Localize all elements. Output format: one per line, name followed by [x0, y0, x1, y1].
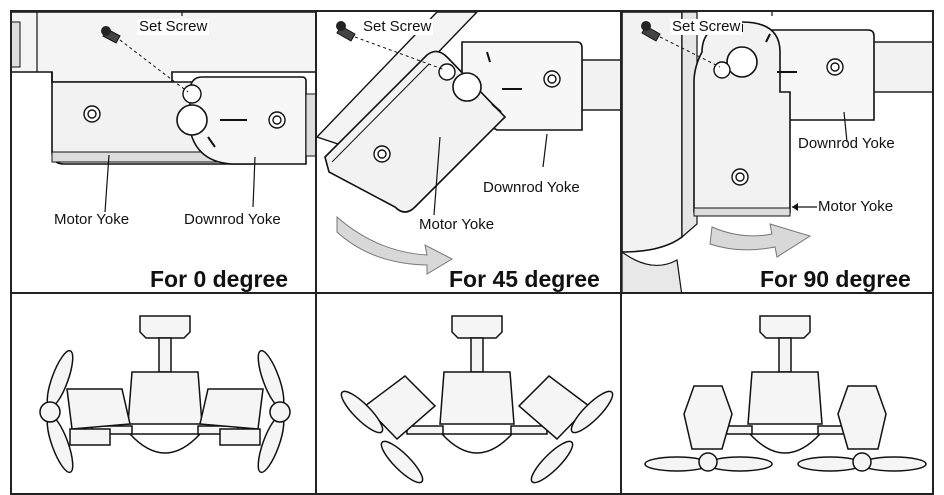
panel-0-degree: Set Screw Motor Yoke Downrod Yoke For 0 …: [10, 10, 317, 294]
fan-view-90-degree: [620, 292, 934, 495]
set-screw-label: Set Screw: [361, 18, 434, 35]
motor-yoke-label: Motor Yoke: [818, 198, 894, 215]
yoke-diagram-0-degree: [12, 12, 315, 213]
yoke-diagram-45-degree: [317, 12, 620, 275]
set-screw-label: Set Screw: [670, 18, 743, 35]
downrod-yoke-label: Downrod Yoke: [483, 179, 580, 196]
set-screw-icon: [336, 21, 356, 42]
fan-illustration-45-degree: [340, 315, 614, 484]
set-screw-icon: [101, 26, 121, 44]
degree-label: For 45 degree: [449, 266, 600, 292]
fan-view-0-degree: [10, 292, 317, 495]
degree-label: For 0 degree: [150, 266, 289, 292]
fan-view-45-degree: [315, 292, 622, 495]
downrod-yoke-label: Downrod Yoke: [798, 135, 895, 152]
rotation-arrow-icon: [336, 215, 454, 275]
yoke-diagram-90-degree: [622, 12, 932, 292]
panel-45-degree: Set Screw Motor Yoke Downrod Yoke For 45…: [315, 10, 622, 294]
fan-illustration-90-degree: [644, 315, 927, 472]
set-screw-icon: [641, 21, 661, 42]
rotation-arrow-icon: [709, 223, 812, 258]
motor-yoke-label: Motor Yoke: [54, 211, 130, 228]
fan-illustration-0-degree: [39, 315, 291, 474]
downrod-yoke-label: Downrod Yoke: [184, 211, 281, 228]
degree-label: For 90 degree: [760, 266, 911, 292]
panel-90-degree: Set Screw Downrod Yoke Motor Yoke For 90…: [620, 10, 934, 294]
motor-yoke-label: Motor Yoke: [419, 216, 495, 233]
set-screw-label: Set Screw: [137, 18, 210, 35]
